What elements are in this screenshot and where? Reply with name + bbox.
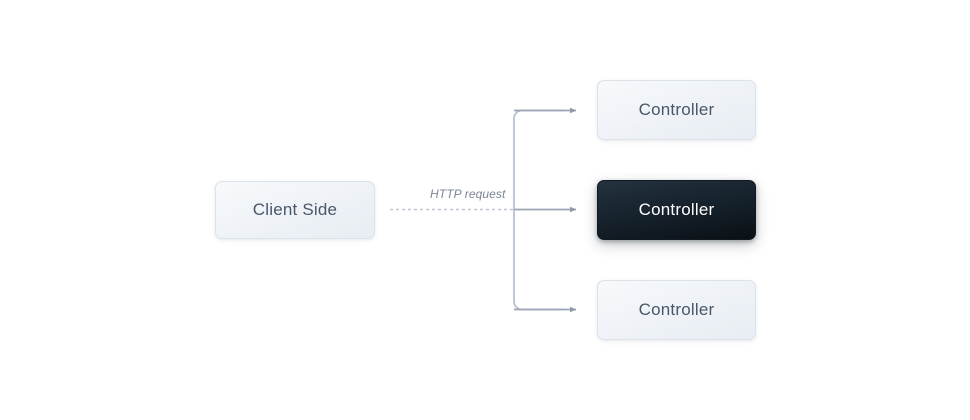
edge-label-http-request: HTTP request <box>430 187 506 201</box>
node-controller-top-label: Controller <box>638 100 715 119</box>
node-controller-middle[interactable]: Controller <box>597 180 756 240</box>
routing-bus <box>513 109 563 311</box>
node-controller-bottom-label: Controller <box>638 300 715 319</box>
node-controller-middle-label: Controller <box>638 200 715 219</box>
node-client-side[interactable]: Client Side <box>215 181 375 239</box>
node-client-side-label: Client Side <box>252 200 338 219</box>
node-controller-top[interactable]: Controller <box>597 80 756 140</box>
node-controller-bottom[interactable]: Controller <box>597 280 756 340</box>
